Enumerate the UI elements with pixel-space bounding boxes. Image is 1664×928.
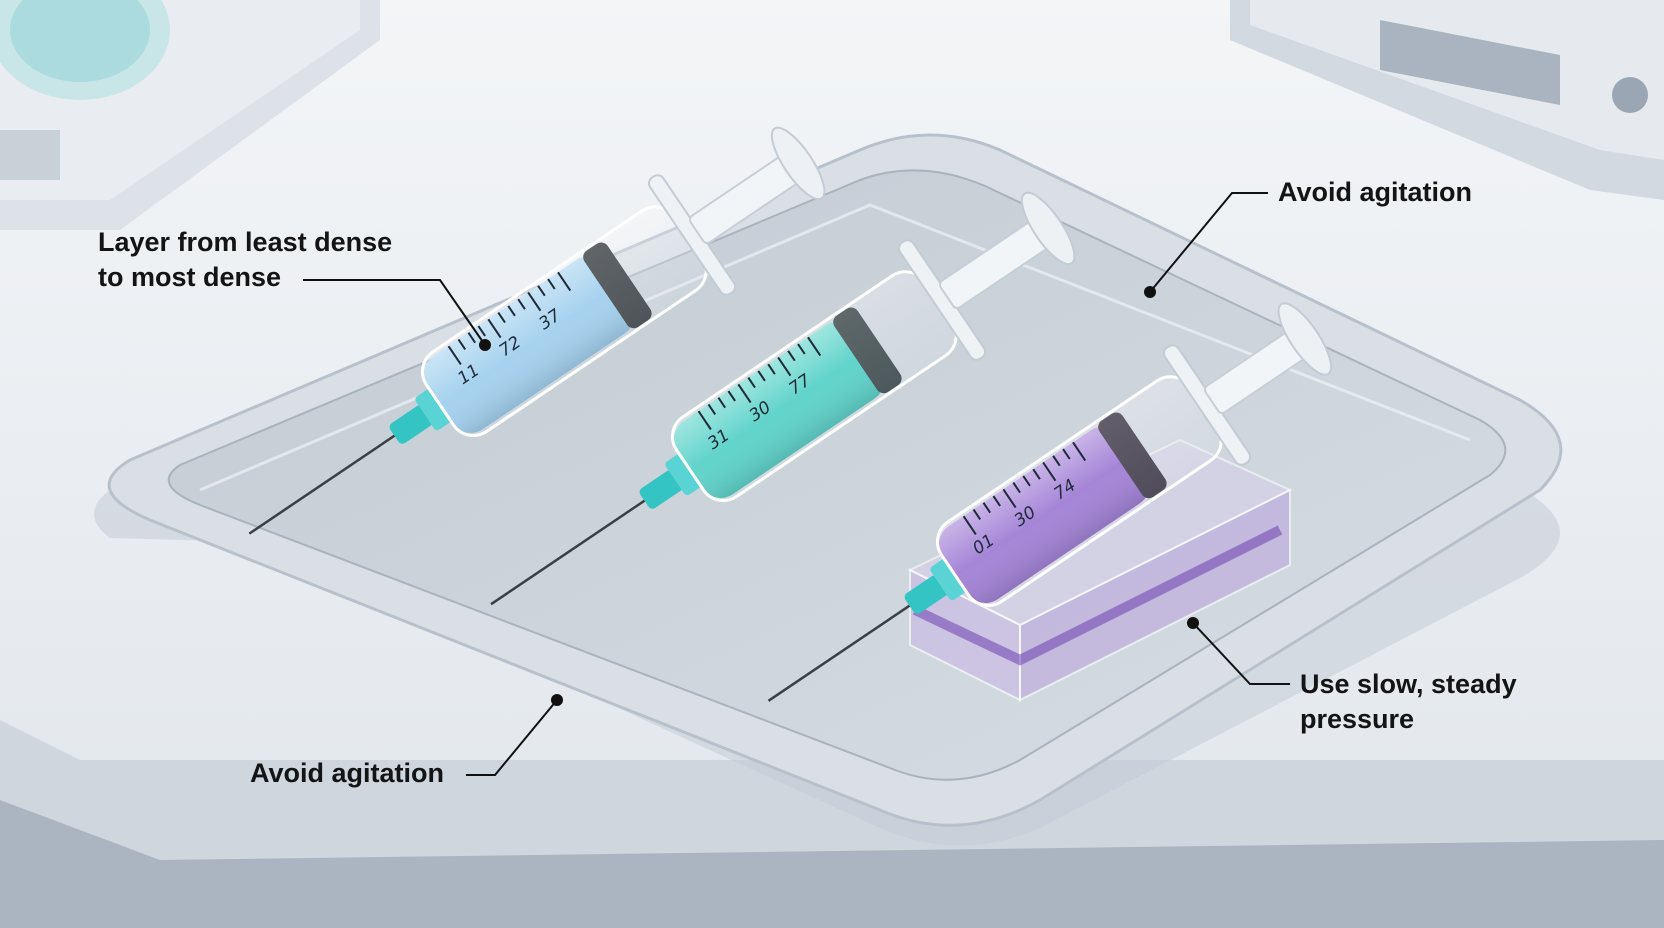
leader-line-pressure — [1192, 622, 1290, 685]
needle — [767, 603, 913, 702]
callout-avoid-agitation-bottom: Avoid agitation — [250, 758, 444, 788]
syringe-purple: 01 30 74 — [767, 302, 1333, 702]
callout-line: pressure — [1300, 704, 1415, 734]
callout-layer-density: Layer from least dense to most dense — [98, 225, 392, 295]
scale-ticks — [962, 441, 1087, 535]
counter-edge — [0, 720, 1664, 928]
callout-avoid-agitation-top: Avoid agitation — [1278, 177, 1472, 207]
needle — [248, 433, 398, 535]
leader-dot-layer — [479, 339, 491, 351]
thumb-rest — [1020, 191, 1076, 266]
callout-line: to most dense — [98, 262, 282, 292]
needle — [490, 498, 648, 606]
equipment-top-right — [1230, 0, 1664, 200]
needle-hub — [639, 470, 683, 509]
leader-lines — [303, 192, 1290, 776]
needle-hub — [389, 405, 433, 444]
leader-line-layer — [303, 279, 486, 346]
leader-dot-agitation-bottom — [551, 694, 563, 706]
thumb-rest — [770, 126, 826, 201]
callout-line: Use slow, steady — [1300, 669, 1517, 699]
leader-line-agitation-bottom — [466, 699, 558, 776]
callout-slow-pressure: Use slow, steady pressure — [1300, 667, 1517, 737]
callout-line: Layer from least dense — [98, 227, 393, 257]
syringe-blue: 11 72 37 — [248, 126, 826, 535]
leader-line-agitation-top — [1149, 192, 1268, 293]
syringe-teal: 31 30 77 — [490, 191, 1076, 606]
leader-dot-agitation-top — [1144, 286, 1156, 298]
equipment-top-left — [0, 0, 380, 230]
scale-ticks — [697, 336, 822, 430]
scale-ticks — [447, 271, 572, 365]
needle-hub — [904, 575, 948, 614]
thumb-rest — [1277, 302, 1333, 376]
leader-dot-pressure — [1187, 617, 1199, 629]
